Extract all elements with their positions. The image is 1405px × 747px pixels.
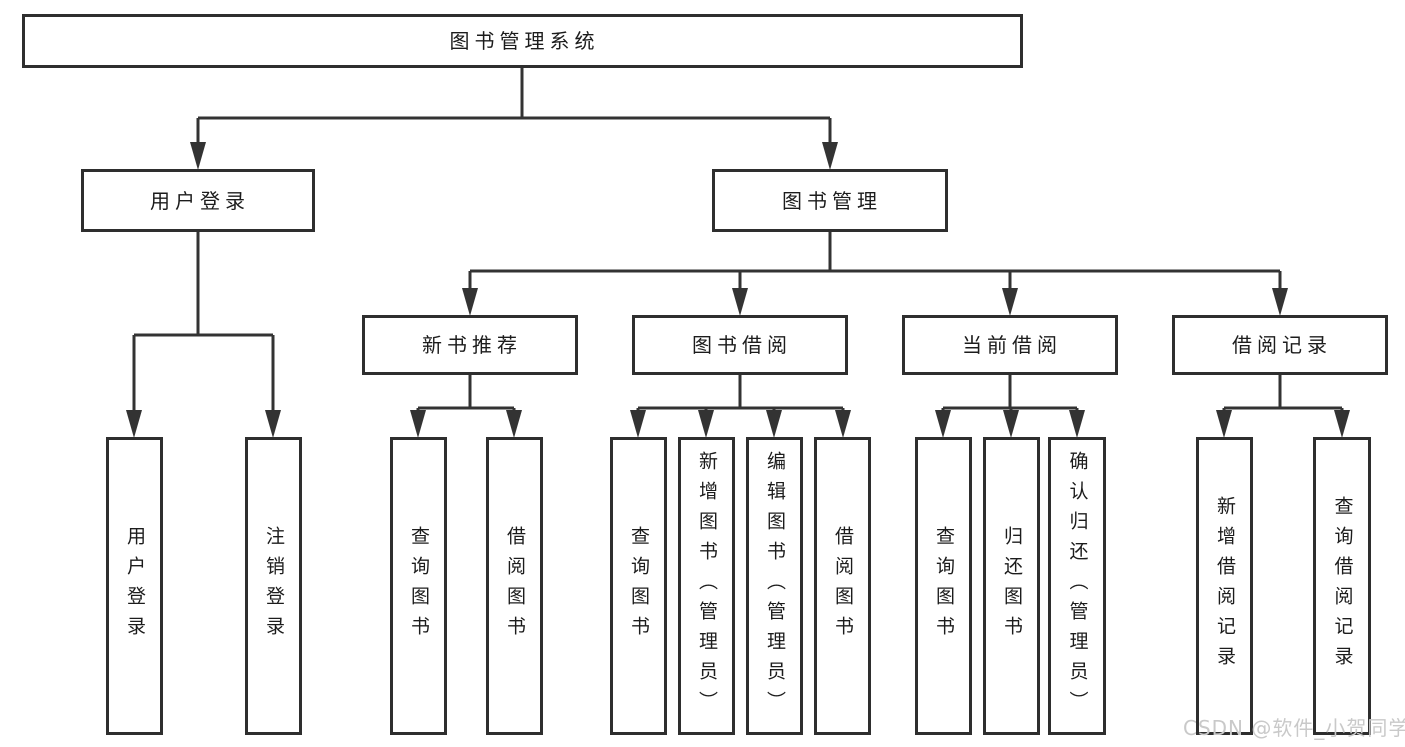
node-book-borrowing-label: 图书借阅 [692,333,792,357]
node-user-login-label: 用户登录 [150,188,250,213]
arrowhead [462,288,478,316]
leaf-add-borrow-record-label: 新增借阅记录 [1213,496,1236,676]
leaf-query-books-recommend: 查询图书 [390,437,447,735]
leaf-query-borrow-record-label: 查询借阅记录 [1331,496,1354,676]
node-new-book-recommendation: 新书推荐 [362,315,578,375]
arrowhead [1002,288,1018,316]
arrowhead [265,410,281,438]
arrowhead [190,142,206,170]
arrowhead [935,410,951,438]
arrowhead [506,410,522,438]
node-borrowing-records-label: 借阅记录 [1232,333,1332,357]
leaf-query-books-borrowing: 查询图书 [610,437,667,735]
node-root: 图书管理系统 [22,14,1023,68]
leaf-query-books-current: 查询图书 [915,437,972,735]
node-current-borrowing: 当前借阅 [902,315,1118,375]
leaf-borrow-books-borrowing: 借阅图书 [814,437,871,735]
arrowhead [1069,410,1085,438]
leaf-user-login-label: 用户登录 [123,526,146,646]
leaf-edit-books-admin-label: 编辑图书（管理员） [763,451,786,721]
leaf-add-borrow-record: 新增借阅记录 [1196,437,1253,735]
node-book-management: 图书管理 [712,169,948,232]
leaf-confirm-return-admin: 确认归还（管理员） [1048,437,1106,735]
arrowhead [1216,410,1232,438]
leaf-query-books-recommend-label: 查询图书 [407,526,430,646]
leaf-add-books-admin: 新增图书（管理员） [678,437,735,735]
leaf-borrow-books-borrowing-label: 借阅图书 [831,526,854,646]
node-current-borrowing-label: 当前借阅 [962,333,1062,357]
arrowhead [766,410,782,438]
leaf-query-books-borrowing-label: 查询图书 [627,526,650,646]
arrowhead [126,410,142,438]
node-root-label: 图书管理系统 [449,29,600,53]
node-book-borrowing: 图书借阅 [632,315,848,375]
leaf-borrow-books-recommend-label: 借阅图书 [503,526,526,646]
arrowhead [732,288,748,316]
leaf-logout: 注销登录 [245,437,302,735]
leaf-user-login: 用户登录 [106,437,163,735]
leaf-query-borrow-record: 查询借阅记录 [1313,437,1371,735]
arrowhead [1272,288,1288,316]
leaf-add-books-admin-label: 新增图书（管理员） [695,451,718,721]
node-new-book-recommendation-label: 新书推荐 [422,333,522,357]
arrowhead [835,410,851,438]
arrowhead [822,142,838,170]
leaf-return-books: 归还图书 [983,437,1040,735]
arrowhead [1003,410,1019,438]
arrowhead [410,410,426,438]
leaf-edit-books-admin: 编辑图书（管理员） [746,437,803,735]
leaf-return-books-label: 归还图书 [1000,526,1023,646]
arrowhead [698,410,714,438]
leaf-logout-label: 注销登录 [262,526,285,646]
arrowhead [1334,410,1350,438]
node-user-login: 用户登录 [81,169,315,232]
leaf-confirm-return-admin-label: 确认归还（管理员） [1066,451,1089,721]
leaf-query-books-current-label: 查询图书 [932,526,955,646]
leaf-borrow-books-recommend: 借阅图书 [486,437,543,735]
node-borrowing-records: 借阅记录 [1172,315,1388,375]
csdn-watermark: CSDN @软件_小贺同学 [1183,716,1405,740]
arrowhead [630,410,646,438]
node-book-management-label: 图书管理 [782,188,882,213]
